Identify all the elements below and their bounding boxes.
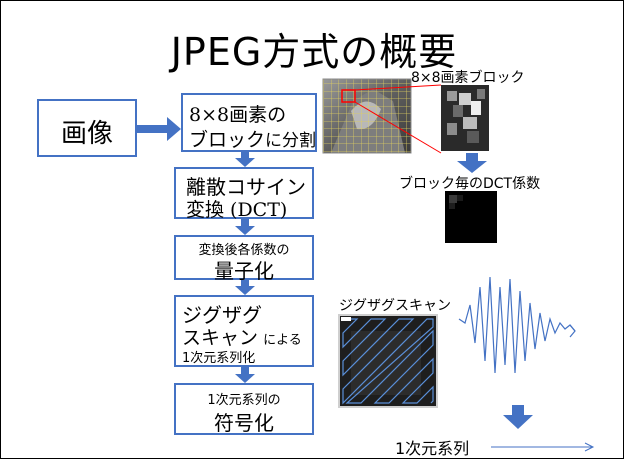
step-zigzag-line2: スキャン による	[182, 323, 302, 350]
step-dct: 離散コサイン 変換 (DCT)	[174, 167, 314, 221]
step-block-split: 8×8画素の ブロックに分割	[181, 93, 317, 152]
source-image-thumbnail	[322, 78, 412, 154]
step-block-split-line2: ブロックに分割	[189, 125, 316, 152]
step-quantization-line1: 変換後各係数の	[198, 243, 290, 258]
step-zigzag-line3: 1次元系列化	[182, 351, 256, 366]
step-zigzag-line1: ジグザグ	[182, 303, 262, 327]
arrow-right-icon	[137, 117, 181, 141]
pixel-block-image	[441, 85, 489, 151]
step-block-split-line2-suffix: に分割	[265, 131, 317, 151]
arrow-down-icon	[503, 405, 533, 429]
arrow-down-icon	[235, 219, 255, 235]
step-zigzag-scan: ジグザグ スキャン による 1次元系列化	[174, 295, 314, 367]
arrow-down-icon	[457, 153, 487, 173]
step-zigzag-line2-main: スキャン	[182, 327, 259, 349]
arrow-down-icon	[235, 279, 255, 295]
arrow-down-icon	[235, 151, 255, 167]
arrow-right-thin-icon	[491, 442, 595, 452]
input-image-label: 画像	[60, 119, 113, 149]
label-zigzag-scan: ジグザグスキャン	[339, 298, 451, 314]
label-8x8-block: 8×8画素ブロック	[411, 70, 525, 86]
zigzag-scan-image	[338, 314, 438, 408]
input-image-box: 画像	[37, 99, 137, 157]
step-quantization: 変換後各係数の 量子化	[174, 235, 314, 283]
step-block-split-line1: 8×8画素の	[189, 104, 287, 126]
step-dct-line1: 離散コサイン	[186, 175, 306, 199]
step-encoding: 1次元系列の 符号化	[174, 383, 314, 435]
step-encoding-line2: 符号化	[214, 411, 274, 435]
slide-title: JPEG方式の概要	[170, 30, 458, 74]
label-dct-coefficients: ブロック毎のDCT係数	[399, 176, 541, 192]
arrow-down-icon	[235, 367, 255, 383]
step-zigzag-line2-suffix: による	[263, 333, 302, 348]
label-1d-sequence: 1次元系列	[395, 439, 470, 458]
step-encoding-line1: 1次元系列の	[207, 393, 281, 408]
selected-block-highlight	[341, 84, 442, 154]
one-dimensional-signal-icon	[458, 276, 576, 374]
step-block-split-line2-main: ブロック	[189, 129, 266, 151]
dct-coefficient-image	[445, 191, 497, 243]
step-dct-line2: 変換 (DCT)	[186, 199, 288, 221]
step-quantization-line2: 量子化	[214, 259, 274, 283]
